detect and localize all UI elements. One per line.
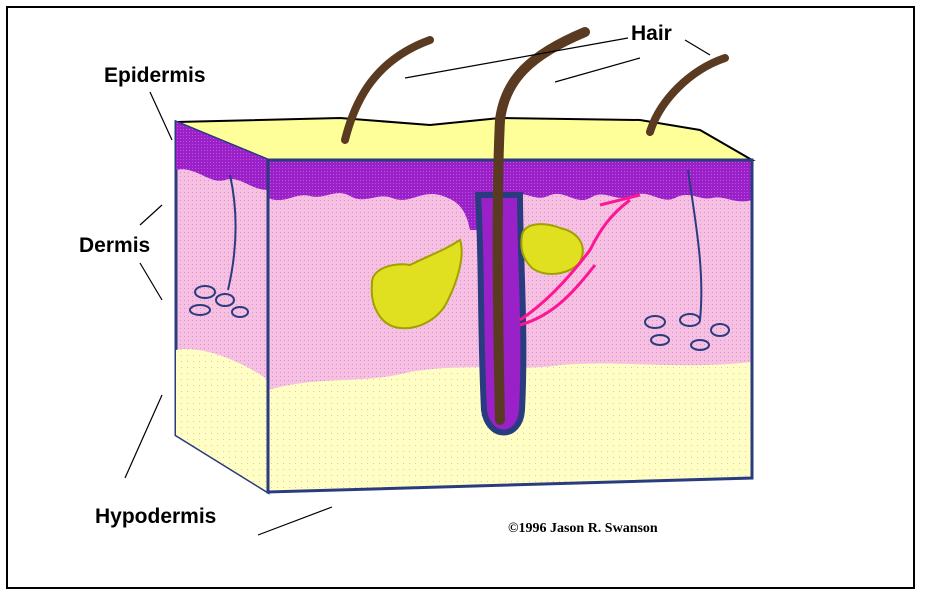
label-hypodermis: Hypodermis bbox=[95, 505, 216, 529]
label-hair: Hair bbox=[631, 22, 672, 46]
label-epidermis: Epidermis bbox=[104, 64, 206, 88]
hair-shaft-right bbox=[650, 58, 725, 132]
label-dermis: Dermis bbox=[79, 234, 150, 258]
epidermis-top-surface bbox=[176, 118, 752, 160]
copyright-text: ©1996 Jason R. Swanson bbox=[508, 521, 658, 537]
